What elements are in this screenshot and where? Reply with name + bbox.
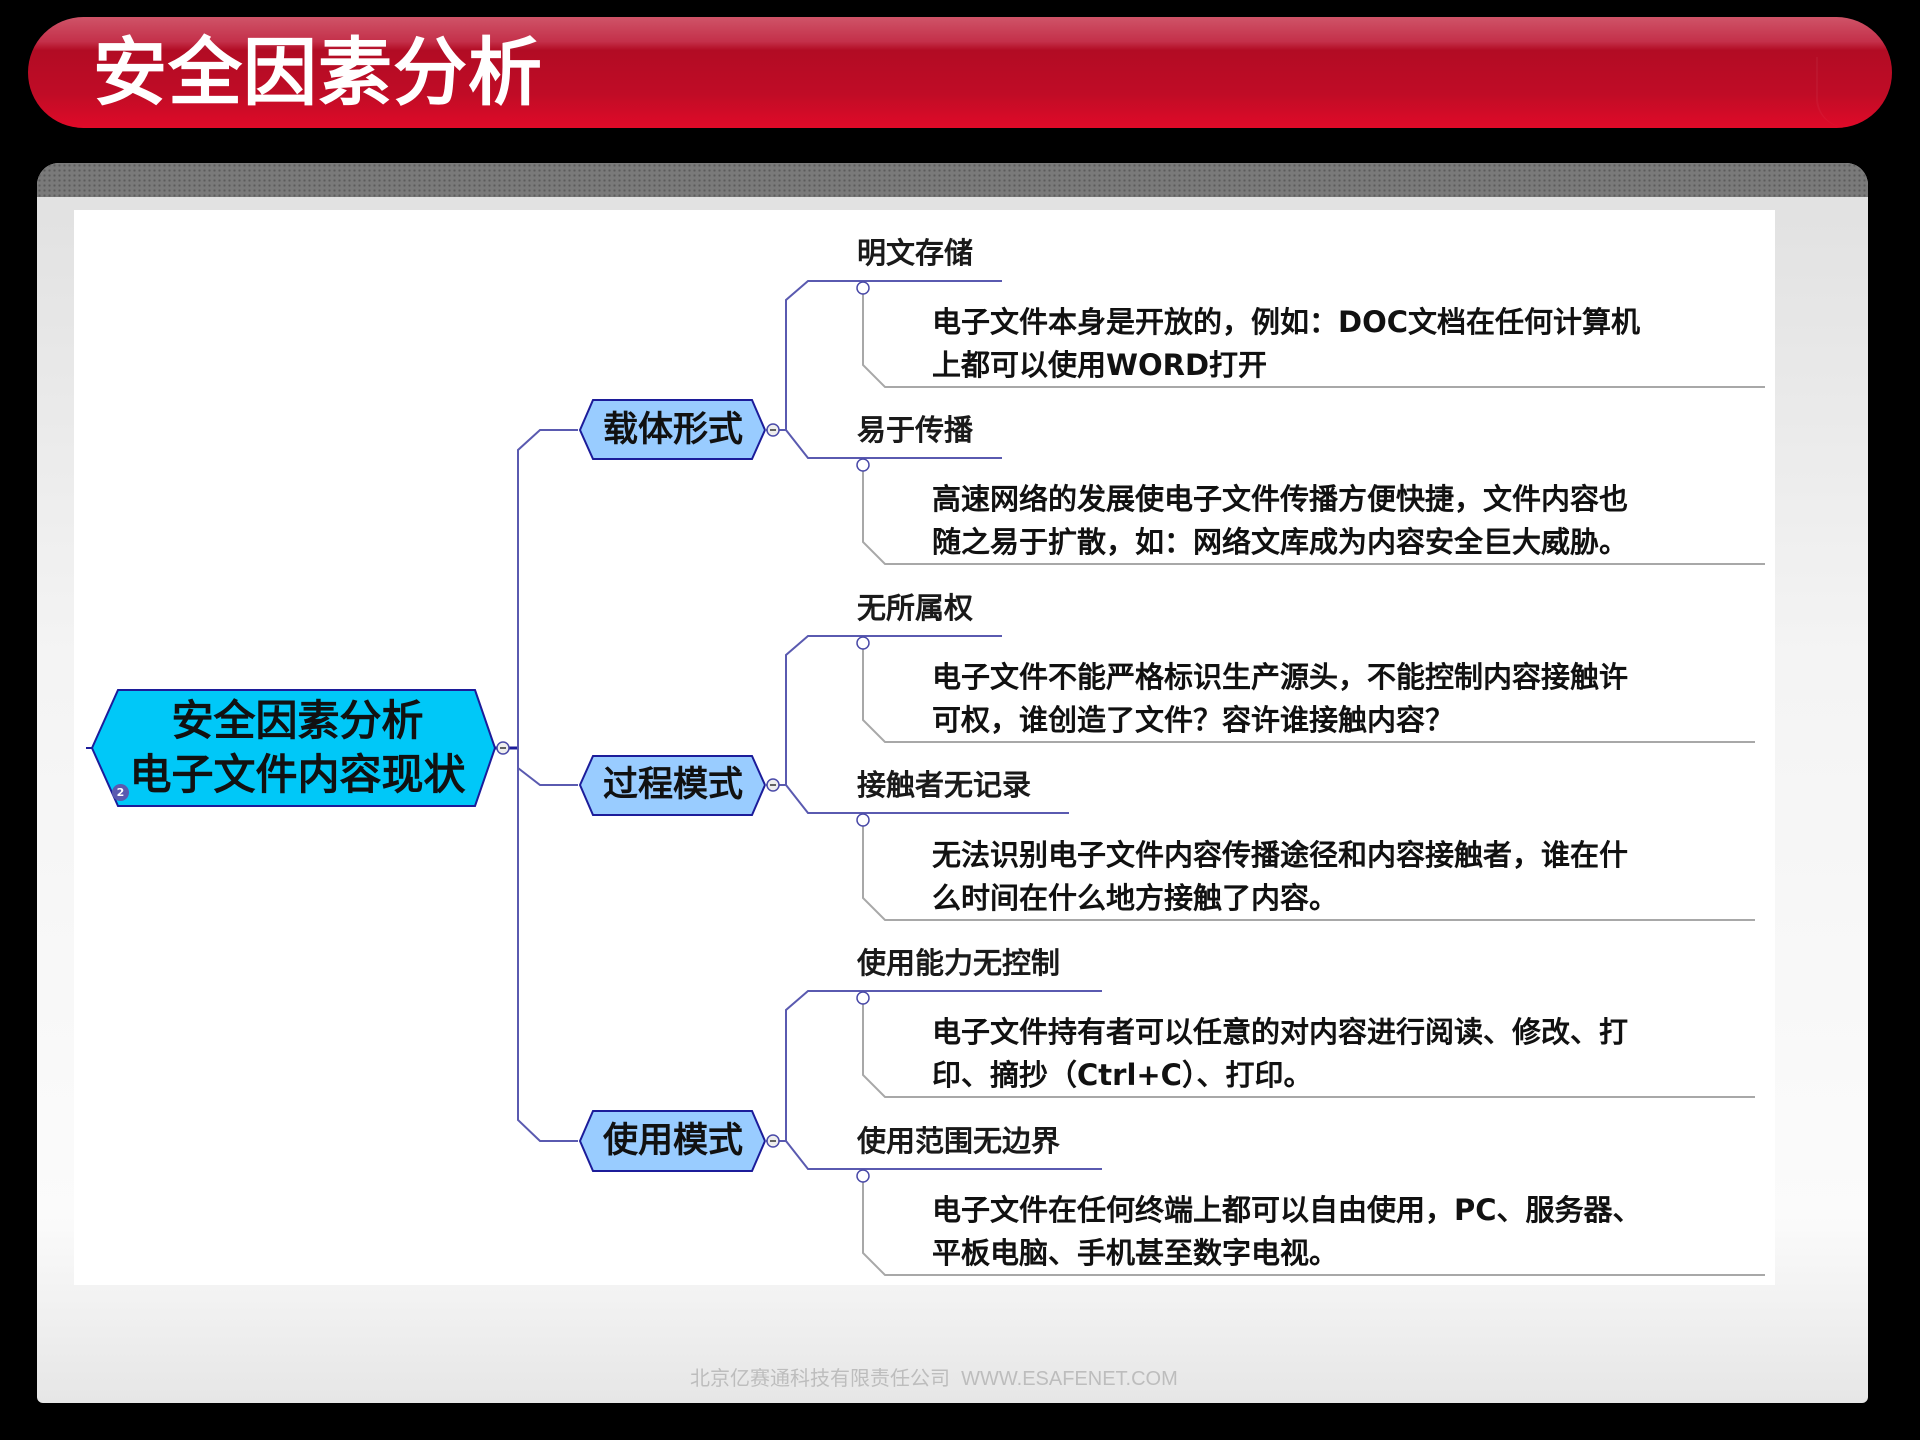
description-line: 印、摘抄（Ctrl+C）、打印。 (932, 1058, 1313, 1092)
logo-watermark-icon (1816, 57, 1874, 127)
branch-carrier-form[interactable]: 载体形式 (602, 410, 743, 450)
description-line: 电子文件本身是开放的，例如：DOC文档在任何计算机 (932, 305, 1641, 339)
description-line: 电子文件不能严格标识生产源头，不能控制内容接触许 (932, 660, 1629, 694)
description-line: 平板电脑、手机甚至数字电视。 (932, 1236, 1339, 1270)
title-bar (28, 17, 1892, 128)
slide-title: 安全因素分析 (93, 30, 543, 116)
topic-collapse-toggles[interactable] (856, 281, 870, 1183)
topic-description: 电子文件在任何终端上都可以自由使用，PC、服务器、 平板电脑、手机甚至数字电视。 (932, 1189, 1642, 1275)
description-line: 无法识别电子文件内容传播途径和内容接触者，谁在什 (932, 838, 1629, 872)
description-line: 高速网络的发展使电子文件传播方便快捷，文件内容也 (932, 482, 1629, 516)
description-line: 随之易于扩散，如：网络文库成为内容安全巨大威胁。 (932, 525, 1629, 559)
branch-usage-mode[interactable]: 使用模式 (602, 1121, 743, 1161)
collapse-toggle-icon[interactable] (766, 1134, 780, 1148)
topic-no-usage-boundary[interactable]: 使用范围无边界 (857, 1124, 1061, 1158)
footer-company-text: 北京亿赛通科技有限责任公司 WWW.ESAFENET.COM (690, 1368, 1178, 1390)
description-line: 上都可以使用WORD打开 (932, 348, 1268, 382)
topic-no-access-record[interactable]: 接触者无记录 (857, 768, 1032, 802)
central-topic[interactable]: 安全因素分析 电子文件内容现状 (110, 694, 485, 802)
topic-description: 高速网络的发展使电子文件传播方便快捷，文件内容也 随之易于扩散，如：网络文库成为… (932, 478, 1628, 564)
topic-no-usage-control[interactable]: 使用能力无控制 (857, 946, 1061, 980)
description-line: 么时间在什么地方接触了内容。 (932, 881, 1339, 915)
description-line: 电子文件持有者可以任意的对内容进行阅读、修改、打 (932, 1015, 1629, 1049)
description-line: 电子文件在任何终端上都可以自由使用，PC、服务器、 (932, 1193, 1642, 1227)
topic-description: 无法识别电子文件内容传播途径和内容接触者，谁在什 么时间在什么地方接触了内容。 (932, 834, 1628, 920)
topic-no-ownership[interactable]: 无所属权 (857, 591, 974, 625)
collapse-toggle-icon[interactable] (766, 778, 780, 792)
central-topic-line2: 电子文件内容现状 (129, 750, 466, 799)
branch-process-mode[interactable]: 过程模式 (602, 765, 743, 805)
topic-description: 电子文件不能严格标识生产源头，不能控制内容接触许 可权，谁创造了文件？容许谁接触… (932, 656, 1628, 742)
topic-easy-spread[interactable]: 易于传播 (857, 413, 974, 447)
topic-description: 电子文件本身是开放的，例如：DOC文档在任何计算机 上都可以使用WORD打开 (932, 301, 1640, 387)
topic-plaintext-storage[interactable]: 明文存储 (857, 236, 974, 270)
topic-description: 电子文件持有者可以任意的对内容进行阅读、修改、打 印、摘抄（Ctrl+C）、打印… (932, 1011, 1628, 1097)
collapse-toggle-icon[interactable] (766, 423, 780, 437)
priority-badge-icon: 2 (112, 784, 129, 801)
panel-header-strip (37, 163, 1868, 197)
central-topic-line1: 安全因素分析 (171, 696, 424, 745)
description-line: 可权，谁创造了文件？容许谁接触内容？ (932, 703, 1455, 737)
